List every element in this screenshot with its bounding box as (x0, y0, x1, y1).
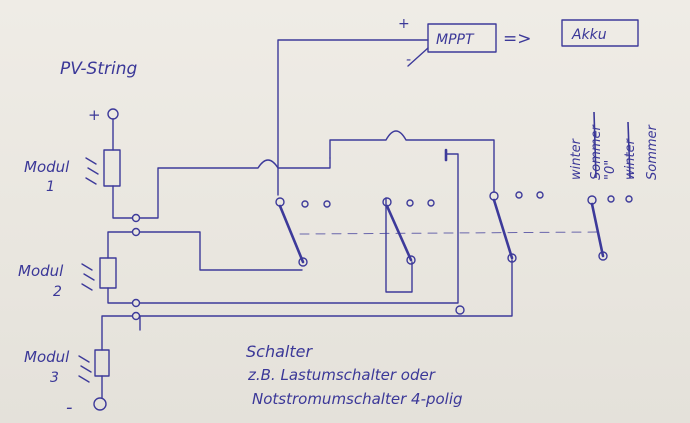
note-line-3: Notstromumschalter 4-polig (252, 390, 463, 408)
module-3-wire-top (101, 315, 133, 351)
module-3-light-arrows (78, 355, 92, 383)
strike-through-winter (627, 121, 631, 179)
plus-terminal (107, 108, 119, 120)
pole3-bottom-terminal (455, 305, 465, 315)
wire-module3-to-pole3 (139, 259, 513, 317)
wire-module2-to-pole3-side (139, 153, 459, 304)
module-2-label: Modul (18, 262, 64, 280)
position-label-sommer-struck: Sommer (589, 123, 604, 180)
string-junction-terminals (131, 213, 141, 321)
position-label-winter-struck: winter (623, 137, 638, 180)
note-line-2: z.B. Lastumschalter oder (247, 366, 436, 384)
strike-through-sommer (593, 111, 597, 179)
mppt-plus-sign: + (398, 16, 410, 32)
mppt-label: MPPT (436, 32, 475, 48)
module-1-symbol (103, 149, 121, 187)
akku-label: Akku (571, 27, 607, 43)
wire-to-mppt-plus (277, 39, 429, 196)
module-2-wire-bottom (107, 287, 133, 304)
switch-pole-2 (382, 197, 435, 265)
module-1-wire-bottom (112, 185, 133, 219)
module-1-number: 1 (46, 179, 55, 195)
string-minus-sign: - (66, 397, 73, 418)
module-3-number: 3 (50, 370, 59, 386)
note-line-1: Schalter (246, 342, 313, 361)
module-1-light-arrows (85, 157, 99, 185)
position-label-zero: "0" (603, 160, 618, 180)
minus-terminal (93, 397, 107, 411)
module-2-wire-top (107, 231, 133, 259)
wire-pole2-return (385, 197, 413, 293)
wire-to-pole3 (329, 130, 495, 193)
mppt-box (427, 23, 497, 53)
module-1-label: Modul (24, 158, 70, 176)
position-label-sommer: Sommer (645, 123, 660, 180)
akku-box (561, 19, 639, 47)
position-label-winter: winter (569, 137, 584, 180)
charge-arrow: => (503, 29, 532, 49)
module-2-number: 2 (53, 284, 62, 300)
module-2-light-arrows (81, 263, 95, 291)
switch-pole-1 (275, 197, 331, 267)
switch-pole-4 (587, 195, 633, 261)
module-3-label: Modul (24, 348, 70, 366)
mppt-minus-sign: - (406, 52, 411, 68)
switch-coupling-line (299, 231, 601, 235)
module-3-symbol (94, 349, 110, 377)
wire-module2-to-pole1 (139, 231, 303, 271)
module-2-symbol (99, 257, 117, 289)
wire-module1-to-pole2 (139, 157, 331, 219)
switch-pole-3 (489, 191, 544, 263)
string-plus-sign: + (88, 106, 101, 124)
wire-to-mppt-minus (407, 47, 429, 67)
diagram-title: PV-String (60, 59, 137, 79)
